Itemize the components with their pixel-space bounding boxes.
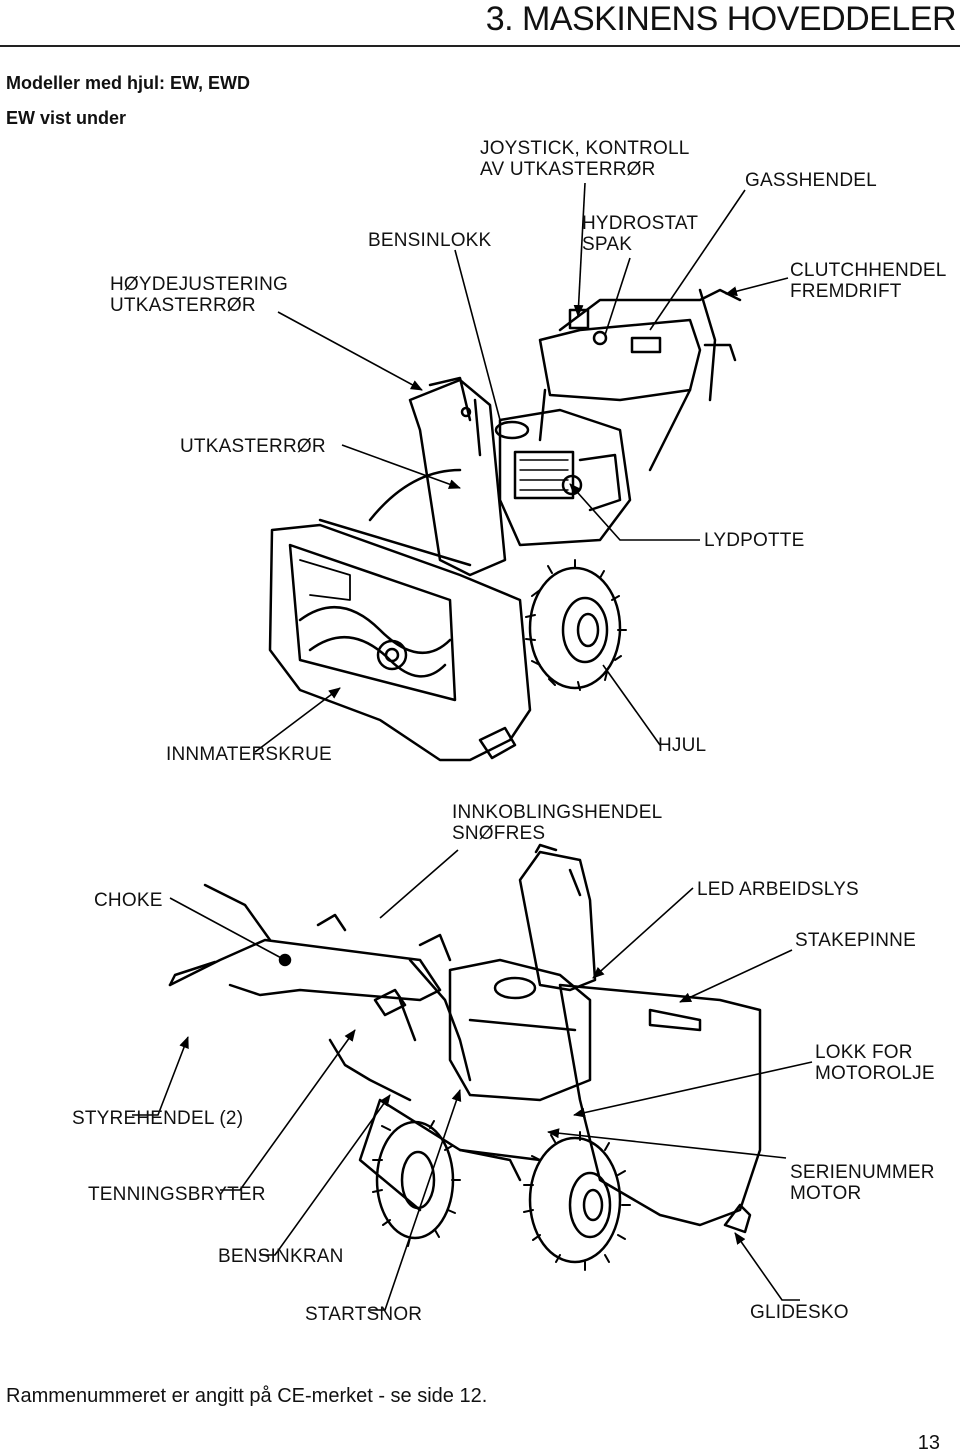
label-bensinlokk: BENSINLOKK: [368, 230, 492, 251]
label-choke: CHOKE: [94, 890, 163, 911]
label-tenningsbryter: TENNINGSBRYTER: [88, 1184, 266, 1205]
label-joystick: JOYSTICK, KONTROLL AV UTKASTERRØR: [480, 138, 690, 180]
label-hoydejustering: HØYDEJUSTERING UTKASTERRØR: [110, 274, 289, 316]
label-hydrostat: HYDROSTAT SPAK: [582, 213, 699, 255]
label-glidesko: GLIDESKO: [750, 1302, 849, 1323]
label-lydpotte: LYDPOTTE: [704, 530, 805, 551]
shown-caption: EW vist under: [6, 108, 127, 128]
label-stakepinne: STAKEPINNE: [795, 930, 916, 951]
label-bensinkran: BENSINKRAN: [218, 1246, 344, 1267]
label-styrehendel: STYREHENDEL (2): [72, 1108, 244, 1129]
snowblower-rear-illustration: [168, 843, 762, 1271]
label-gasshendel: GASSHENDEL: [745, 170, 877, 191]
label-startsnor: STARTSNOR: [305, 1304, 423, 1325]
page-number: 13: [917, 1432, 940, 1454]
label-serienummer: SERIENUMMER MOTOR: [790, 1162, 935, 1204]
label-lokk: LOKK FOR MOTOROLJE: [815, 1042, 935, 1084]
label-utkasterror: UTKASTERRØR: [180, 436, 326, 457]
label-innkoblingshendel: INNKOBLINGSHENDEL SNØFRES: [452, 802, 663, 844]
snowblower-front-illustration: [268, 288, 742, 762]
leader-lines: [132, 182, 813, 1311]
label-innmaterskrue: INNMATERSKRUE: [166, 744, 332, 765]
models-caption: Modeller med hjul: EW, EWD: [6, 73, 251, 93]
label-led: LED ARBEIDSLYS: [697, 879, 859, 900]
title-rule: [0, 45, 960, 47]
page-title: 3. MASKINENS HOVEDDELER: [485, 0, 957, 38]
footnote: Rammenummeret er angitt på CE-merket - s…: [6, 1385, 488, 1407]
label-clutchhendel: CLUTCHHENDEL FREMDRIFT: [790, 260, 947, 302]
label-hjul: HJUL: [658, 735, 707, 756]
